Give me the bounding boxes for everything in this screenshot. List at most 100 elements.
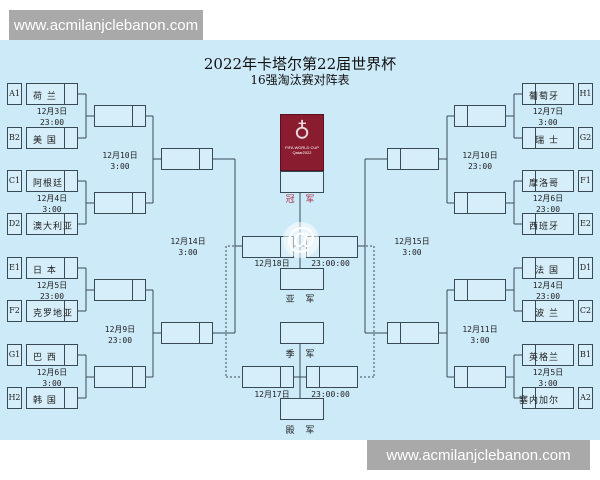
quarterfinal-slot: [454, 366, 506, 388]
time-text: 23:00: [535, 292, 561, 301]
team-name: 克罗地亚: [33, 309, 74, 319]
seed-label: G1: [7, 344, 22, 366]
box-divider: [535, 128, 536, 148]
semifinal-slot: [161, 148, 213, 170]
box-divider: [132, 106, 133, 126]
box-divider: [64, 128, 65, 148]
box-divider: [319, 237, 320, 257]
team-name: 摩洛哥: [528, 179, 559, 189]
date-text: 12月6日: [36, 368, 68, 377]
semifinal-slot: [161, 322, 213, 344]
team-slot: 葡萄牙: [522, 83, 574, 105]
watermark-bottom: www.acmilanjclebanon.com: [367, 440, 590, 470]
team-slot: 法 国: [522, 257, 574, 279]
quarterfinal-slot: [94, 105, 146, 127]
date-text: 12月7日: [532, 107, 564, 116]
team-slot: 波 兰: [522, 300, 574, 322]
team-slot: 日 本: [26, 257, 78, 279]
box-divider: [535, 84, 536, 104]
team-name: 阿根廷: [33, 179, 64, 189]
box-divider: [535, 301, 536, 321]
team-slot: 巴 西: [26, 344, 78, 366]
seed-label: F1: [578, 170, 593, 192]
quarterfinal-slot: [94, 279, 146, 301]
time-text: 3:00: [42, 379, 62, 388]
team-slot: 英格兰: [522, 344, 574, 366]
third-place-time: 23:00:00: [311, 390, 350, 399]
team-name: 波 兰: [535, 309, 559, 319]
team-slot: 塞内加尔: [519, 387, 574, 409]
box-divider: [280, 237, 281, 257]
time-text: 3:00: [470, 336, 490, 345]
team-slot: 阿根廷: [26, 170, 78, 192]
seed-label: D2: [7, 213, 22, 235]
champion-label: 冠 军: [285, 195, 319, 205]
runner-up-label: 亚 军: [285, 295, 319, 305]
team-slot: 摩洛哥: [522, 170, 574, 192]
page-subtitle: 16强淘汰赛对阵表: [250, 73, 350, 87]
team-name: 韩 国: [33, 396, 57, 406]
logo-text: FIFA WORLD CUP: [285, 145, 319, 150]
team-slot: 西班牙: [522, 213, 574, 235]
page-title: 2022年卡塔尔第22届世界杯: [203, 55, 397, 73]
date-text: 12月14日: [170, 237, 206, 246]
time-text: 3:00: [42, 205, 62, 214]
seed-label: A1: [7, 83, 22, 105]
team-slot: 瑞 士: [522, 127, 574, 149]
box-divider: [535, 258, 536, 278]
box-divider: [132, 367, 133, 387]
box-divider: [64, 345, 65, 365]
team-name: 法 国: [535, 266, 559, 276]
box-divider: [64, 301, 65, 321]
box-divider: [199, 323, 200, 343]
center-watermark: @: [283, 222, 319, 258]
fourth-slot: [280, 398, 324, 420]
seed-label: E2: [578, 213, 593, 235]
world-cup-trophy-logo: ♁ FIFA WORLD CUP Qatar2022: [280, 114, 324, 171]
team-slot: 荷 兰: [26, 83, 78, 105]
box-divider: [467, 106, 468, 126]
seed-label: F2: [7, 300, 22, 322]
box-divider: [64, 388, 65, 408]
date-text: 12月15日: [394, 237, 430, 246]
team-name: 英格兰: [528, 353, 559, 363]
seed-label: G2: [578, 127, 593, 149]
box-divider: [467, 193, 468, 213]
team-name: 巴 西: [33, 353, 57, 363]
champion-slot: [280, 171, 324, 193]
box-divider: [467, 280, 468, 300]
final-slot: [242, 236, 294, 258]
team-slot: 澳大利亚: [26, 213, 78, 235]
time-text: 3:00: [538, 118, 558, 127]
match-date: 12月7日 3:00: [518, 106, 578, 128]
match-date: 12月6日 3:00: [22, 367, 82, 389]
third-slot: [280, 322, 324, 344]
box-divider: [467, 367, 468, 387]
quarterfinal-slot: [94, 366, 146, 388]
time-text: 3:00: [402, 248, 422, 257]
final-time: 23:00:00: [311, 259, 350, 268]
time-text: 3:00: [110, 162, 130, 171]
third-place-date: 12月17日: [254, 390, 290, 399]
quarterfinal-slot: [454, 105, 506, 127]
team-slot: 美 国: [26, 127, 78, 149]
box-divider: [199, 149, 200, 169]
final-date: 12月18日: [254, 259, 290, 268]
box-divider: [400, 149, 401, 169]
runner-up-slot: [280, 268, 324, 290]
box-divider: [64, 214, 65, 234]
quarterfinal-slot: [454, 279, 506, 301]
semifinal-slot: [387, 322, 439, 344]
date-text: 12月5日: [36, 281, 68, 290]
seed-label: C1: [7, 170, 22, 192]
trophy-icon: ♁: [293, 117, 311, 142]
team-name: 澳大利亚: [33, 222, 74, 232]
